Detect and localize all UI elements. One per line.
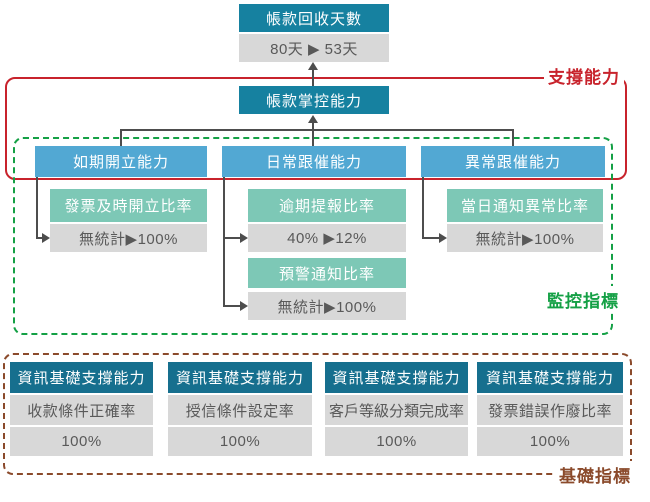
metric-name-box: 發票及時開立比率 xyxy=(50,189,207,222)
connector-line xyxy=(422,177,424,239)
basic-frame-label: 基礎指標 xyxy=(555,461,635,488)
arrow-right-icon xyxy=(240,233,248,243)
foundation-metric-box: 收款條件正確率 xyxy=(10,395,153,425)
connector-line xyxy=(36,177,38,239)
metric-name-box: 當日通知異常比率 xyxy=(447,189,603,222)
support-frame-label: 支撐能力 xyxy=(544,62,624,89)
arrow-up-icon xyxy=(308,62,318,70)
arrow-right-icon xyxy=(240,301,248,311)
foundation-metric-box: 發票錯誤作廢比率 xyxy=(477,395,623,425)
branch-title-box: 異常跟催能力 xyxy=(421,146,605,177)
foundation-metric-box: 授信條件設定率 xyxy=(168,395,312,425)
connector-line xyxy=(223,305,241,307)
metric-name-box: 逾期提報比率 xyxy=(248,189,406,222)
connector-line xyxy=(312,68,314,86)
metric-value-box: 無統計▶100% xyxy=(50,224,207,252)
branch-title-box: 如期開立能力 xyxy=(35,146,207,177)
monitor-frame-label: 監控指標 xyxy=(543,286,623,313)
control-capability-box: 帳款掌控能力 xyxy=(239,86,389,114)
foundation-value-box: 100% xyxy=(325,427,468,456)
result-days-box: 帳款回收天數 xyxy=(239,4,389,32)
connector-line xyxy=(120,129,514,131)
connector-line xyxy=(223,237,241,239)
metric-value-box: 無統計▶100% xyxy=(248,292,406,320)
foundation-header-box: 資訊基礎支撐能力 xyxy=(325,362,468,393)
foundation-header-box: 資訊基礎支撐能力 xyxy=(168,362,312,393)
foundation-header-box: 資訊基礎支撐能力 xyxy=(10,362,153,393)
connector-line xyxy=(223,177,225,307)
arrow-right-icon xyxy=(42,233,50,243)
connector-line xyxy=(312,121,314,146)
connector-line xyxy=(120,129,122,146)
metric-name-box: 預警通知比率 xyxy=(248,258,406,288)
arrow-up-icon xyxy=(308,115,318,123)
basic-indicator-frame xyxy=(3,353,632,475)
connector-line xyxy=(422,237,440,239)
support-capability-frame xyxy=(5,77,627,180)
foundation-header-box: 資訊基礎支撐能力 xyxy=(477,362,623,393)
foundation-value-box: 100% xyxy=(477,427,623,456)
metric-value-box: 無統計▶100% xyxy=(447,224,603,252)
connector-line xyxy=(512,129,514,146)
branch-title-box: 日常跟催能力 xyxy=(222,146,406,177)
foundation-value-box: 100% xyxy=(10,427,153,456)
foundation-value-box: 100% xyxy=(168,427,312,456)
metric-value-box: 40% ▶12% xyxy=(248,224,406,252)
connector-line xyxy=(36,237,43,239)
result-days-value-box: 80天 ▶ 53天 xyxy=(239,34,389,62)
arrow-right-icon xyxy=(439,233,447,243)
foundation-metric-box: 客戶等級分類完成率 xyxy=(325,395,468,425)
